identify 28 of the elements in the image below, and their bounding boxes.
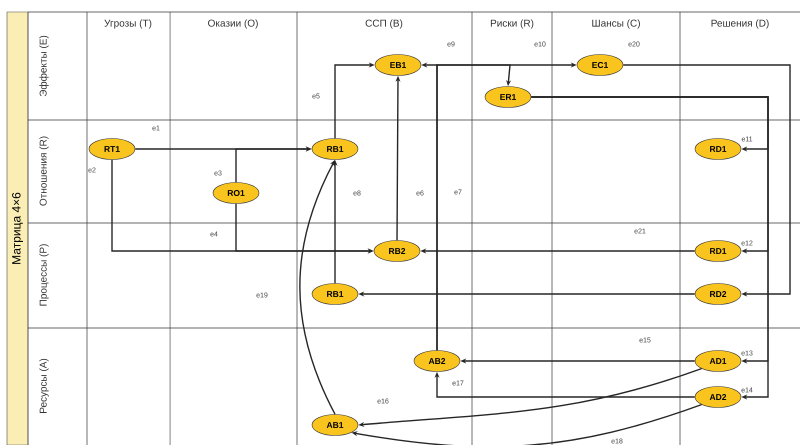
ellipse-node: RD1 [694, 240, 742, 262]
ellipse-node: RB1 [312, 283, 358, 305]
column-header: Решения (D) [712, 19, 769, 29]
column-header: Угрозы (T) [104, 19, 152, 29]
row-header: Ресурсы (A) [39, 358, 49, 413]
ellipse-node: AD2 [694, 386, 742, 408]
column-header: Шансы (C) [592, 19, 640, 29]
column-header: Оказии (O) [208, 19, 258, 29]
ellipse-node: RB1 [312, 138, 358, 160]
ellipse-node: RD2 [694, 283, 742, 305]
ellipse-node: RO1 [212, 182, 260, 204]
row-header: Эффекты (E) [39, 36, 49, 96]
ellipse-node: AD1 [694, 350, 742, 372]
ellipse-node: AB2 [414, 350, 460, 372]
arrow [436, 64, 512, 350]
column-header: Риски (R) [490, 19, 534, 29]
row-header: Отношения (R) [39, 136, 49, 206]
ellipse-node: RT1 [88, 138, 136, 160]
ellipse-node: EB1 [374, 54, 422, 76]
column-header: ССП (B) [366, 19, 402, 29]
side-band: Матрица 4×6 [6, 12, 28, 445]
ellipse-node: RD1 [694, 138, 742, 160]
ellipse-node: ER1 [484, 86, 532, 108]
ellipse-node: RB2 [374, 240, 420, 262]
ellipse-node: EC1 [576, 54, 624, 76]
arrow [623, 64, 791, 297]
row-header: Процессы (P) [39, 244, 49, 306]
ellipse-node: AB1 [312, 414, 358, 436]
